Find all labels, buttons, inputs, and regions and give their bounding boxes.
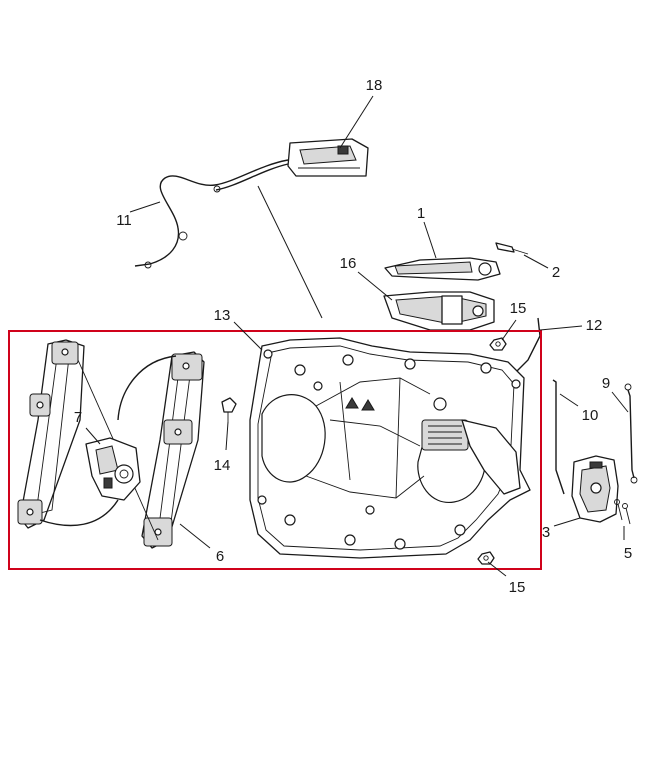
leader-lines	[85, 95, 629, 577]
part-3-latch	[571, 455, 619, 523]
callout-16: 16	[340, 255, 357, 272]
part-11-cable	[134, 159, 289, 269]
part-15-nut-upper	[489, 337, 507, 351]
callout-labels: 18 11 1 2 16 15 12 13 10 9 7 14 6 3 5 15	[74, 77, 632, 596]
callout-10: 10	[582, 407, 599, 424]
callout-15-upper: 15	[510, 300, 527, 317]
callout-11: 11	[116, 212, 132, 229]
part-10-rod	[552, 379, 565, 495]
callout-15-lower: 15	[509, 579, 526, 596]
rod-line	[257, 185, 323, 319]
callout-7: 7	[74, 409, 82, 426]
part-12-rod	[515, 317, 541, 373]
callout-1: 1	[417, 205, 425, 222]
callout-14: 14	[214, 457, 231, 474]
part-7-regulator-motor	[85, 437, 141, 501]
callout-3: 3	[542, 524, 550, 541]
part-1-outside-handle	[384, 257, 501, 281]
part-9-link-rod	[624, 383, 638, 484]
part-16-handle-bracket	[383, 291, 495, 331]
part-15-nut-lower	[477, 551, 495, 565]
highlight-frame	[8, 330, 542, 570]
callout-6: 6	[216, 548, 224, 565]
part-5-screws	[614, 499, 631, 525]
callout-12: 12	[586, 317, 603, 334]
callout-2: 2	[552, 264, 560, 281]
part-14-clip	[221, 397, 237, 422]
part-6-window-regulator	[39, 351, 205, 549]
part-13-door-module-panel	[249, 337, 531, 559]
part-2-screw	[495, 242, 529, 255]
callout-13: 13	[214, 307, 231, 324]
part-18-handle-actuator	[287, 138, 369, 177]
part-window-regulator-left-rail	[17, 339, 85, 529]
callout-18: 18	[366, 77, 383, 94]
callout-9: 9	[602, 375, 610, 392]
callout-5: 5	[624, 545, 632, 562]
